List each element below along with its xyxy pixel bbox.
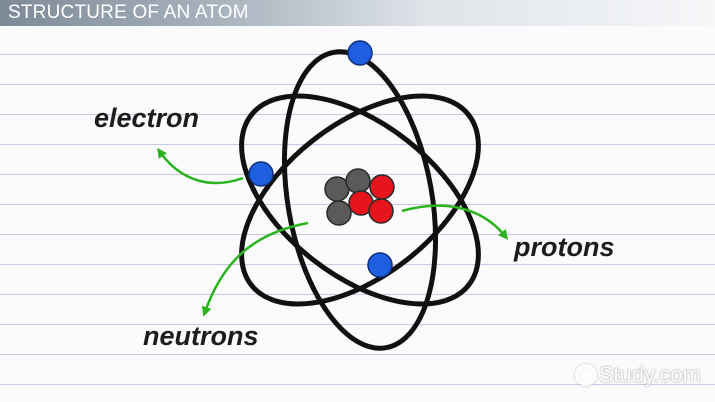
proton-particle: [369, 174, 395, 200]
proton-particle: [368, 198, 394, 224]
page-title: STRUCTURE OF AN ATOM: [8, 2, 249, 23]
orbit-ellipse-diagonal-down: [239, 93, 481, 307]
orbit-ellipse-diagonal-up: [239, 93, 481, 307]
play-circle-icon: [574, 364, 597, 386]
electron-particle: [248, 161, 274, 187]
protons-arrow: [401, 204, 509, 240]
orbit-ellipse-vertical: [281, 49, 439, 351]
nucleus: [324, 168, 395, 226]
neutrons-arrow: [201, 221, 309, 317]
electron-particle: [347, 40, 373, 66]
protons-label: protons: [514, 232, 615, 262]
neutrons-label: neutrons: [143, 321, 259, 351]
neutron-particle: [345, 168, 371, 194]
electron-particle: [367, 252, 393, 278]
title-bar: STRUCTURE OF AN ATOM: [0, 0, 715, 26]
electron-label: electron: [94, 103, 200, 133]
study-watermark: Study.com: [574, 362, 701, 388]
neutron-particle: [326, 200, 352, 226]
electron-arrow: [157, 147, 244, 185]
watermark-text: Study.com: [598, 362, 701, 387]
